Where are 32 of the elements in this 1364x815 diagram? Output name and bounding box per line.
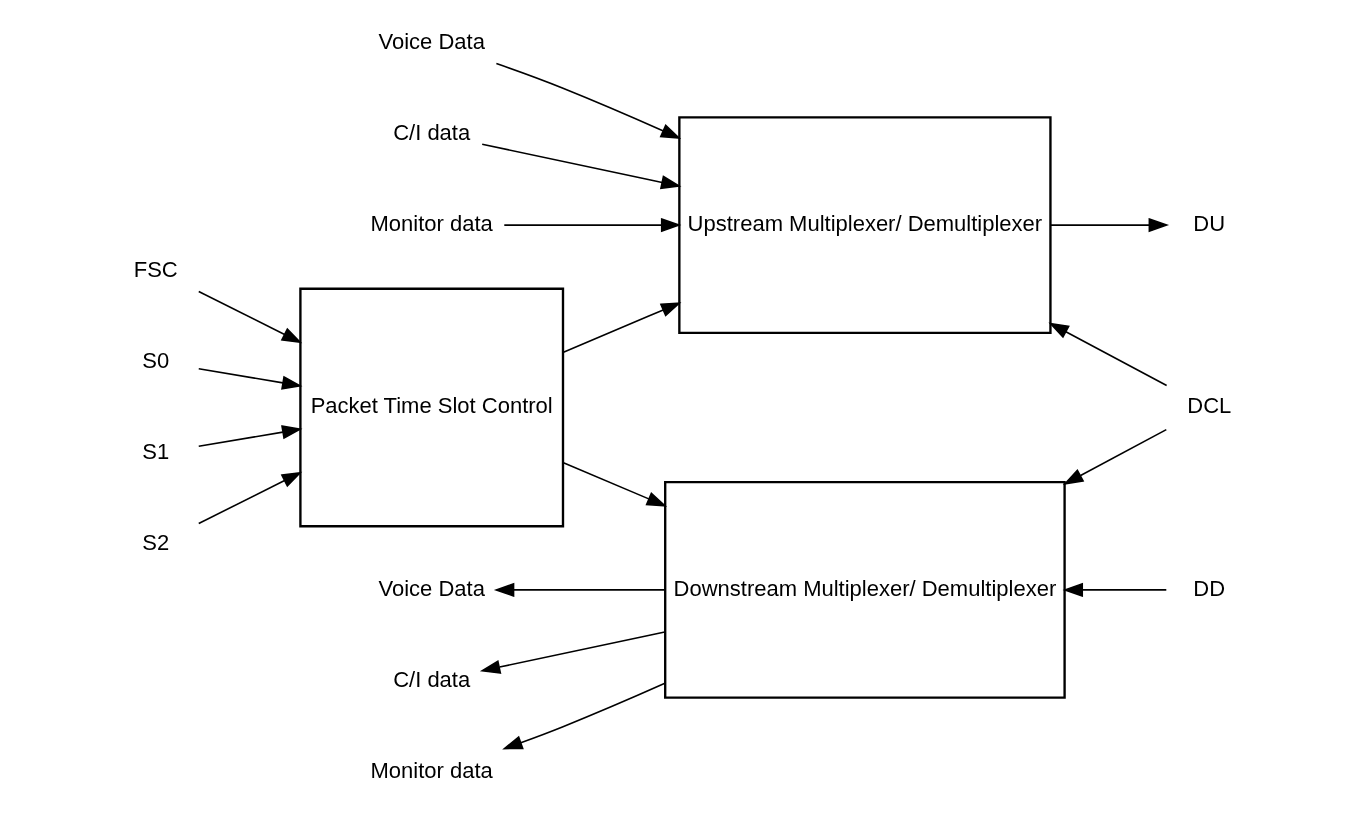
arrow — [197, 471, 302, 525]
node-text: C/I data — [392, 119, 470, 145]
arrow — [197, 368, 302, 390]
arrow — [503, 217, 681, 233]
node-box: Packet Time Slot Control — [298, 287, 564, 528]
arrow — [1062, 582, 1167, 598]
node-text: DU — [1192, 210, 1225, 236]
node-text: S1 — [141, 438, 169, 464]
node-text: Voice Data — [378, 28, 485, 54]
arrow — [501, 682, 666, 750]
arrow — [562, 302, 681, 354]
node-text: S2 — [141, 530, 169, 556]
arrow — [495, 62, 681, 139]
node-box: Upstream Multiplexer/ Demultiplexer — [677, 116, 1052, 334]
node-box: Downstream Multiplexer/ Demultiplexer — [663, 481, 1066, 699]
arrow — [1049, 217, 1169, 233]
arrow — [197, 290, 302, 344]
node-text: DD — [1192, 575, 1225, 601]
arrow — [197, 425, 302, 447]
arrow — [480, 143, 681, 190]
arrow — [493, 582, 666, 598]
node-text: DCL — [1186, 393, 1231, 419]
arrow — [1047, 322, 1167, 387]
node-text: FSC — [133, 256, 178, 282]
arrow — [562, 461, 667, 507]
arrow — [1062, 428, 1167, 485]
arrow — [479, 631, 666, 674]
node-text: Voice Data — [378, 575, 485, 601]
node-text: Monitor data — [370, 210, 493, 236]
node-text: S0 — [141, 347, 169, 373]
node-text: C/I data — [392, 666, 470, 692]
node-text: Monitor data — [370, 758, 493, 784]
